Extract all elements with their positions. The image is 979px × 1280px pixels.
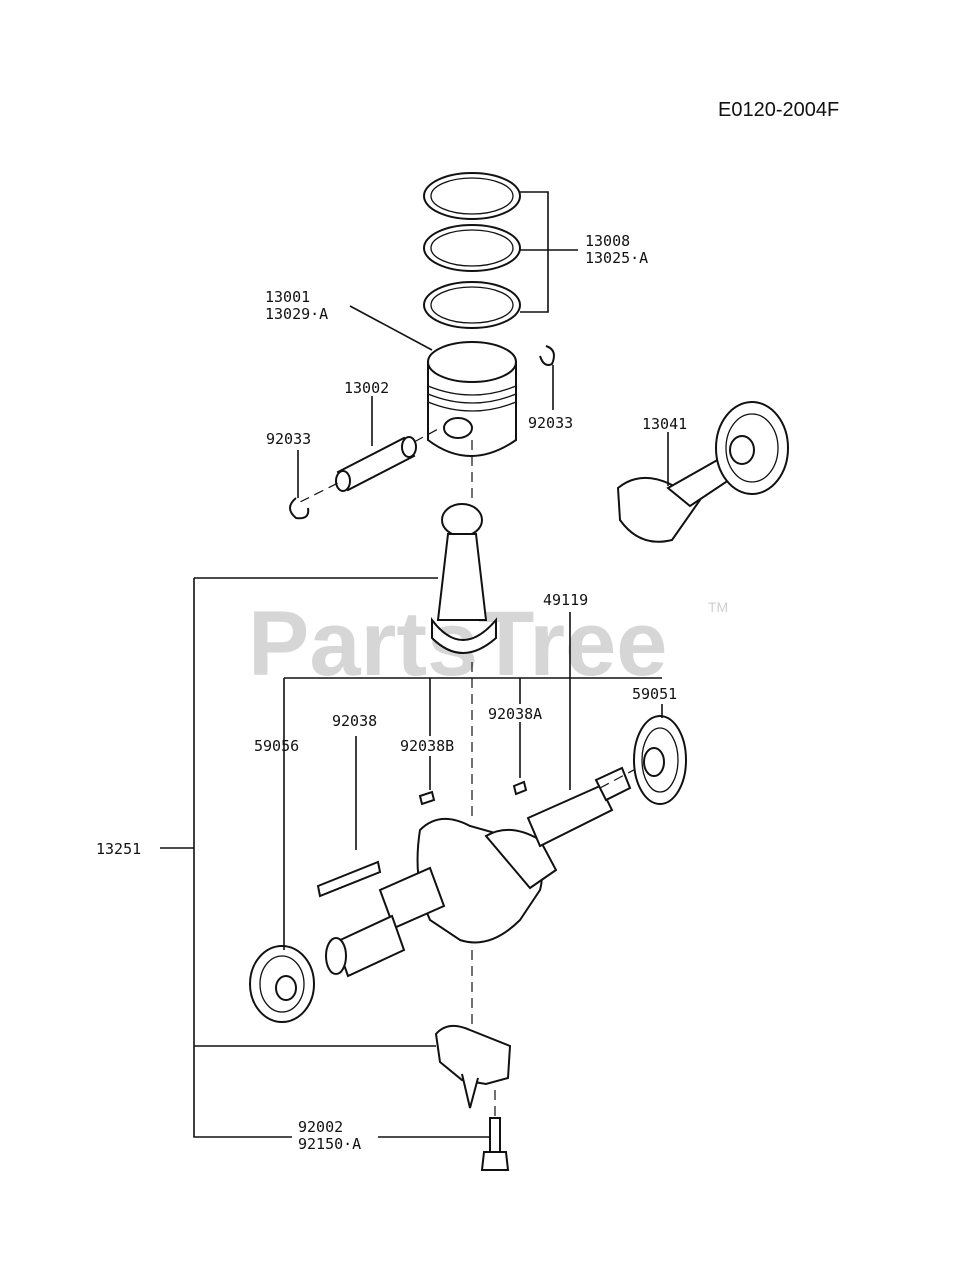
piston-pin[interactable] [335, 436, 417, 492]
diagram-code: E0120-2004F [718, 99, 839, 121]
key-92038a[interactable] [512, 780, 528, 796]
label-balancer: 13041 [642, 415, 687, 433]
crankshaft[interactable] [325, 766, 632, 978]
piston-rings[interactable] [423, 172, 521, 329]
key-92038[interactable] [316, 860, 382, 898]
piston[interactable] [427, 341, 517, 457]
gear-59056[interactable] [249, 945, 315, 1023]
label-key-92038b: 92038B [400, 737, 454, 755]
label-gear-59051: 59051 [632, 685, 677, 703]
conrod-assy-bracket [160, 577, 438, 1138]
balancer-shaft[interactable] [616, 401, 789, 543]
watermark-trademark: TM [708, 599, 728, 615]
label-circlip-left: 92033 [266, 430, 311, 448]
label-circlip-right: 92033 [528, 414, 573, 432]
label-key-49119: 49119 [543, 591, 588, 609]
label-piston-pin: 13002 [344, 379, 389, 397]
label-piston-1: 13001 [265, 288, 310, 306]
piston-leader [349, 305, 433, 351]
rings-bracket [520, 191, 578, 313]
label-gear-59056: 59056 [254, 737, 299, 755]
connecting-rod[interactable] [431, 503, 497, 654]
circlip-right[interactable] [539, 345, 555, 366]
label-key-92038: 92038 [332, 712, 377, 730]
rod-cap[interactable] [434, 1024, 512, 1109]
cap-bolt[interactable] [480, 1117, 510, 1171]
circlip-left[interactable] [289, 497, 310, 520]
label-conrod-assy: 13251 [96, 840, 141, 858]
crank-bracket [283, 677, 662, 950]
label-bolt-1: 92002 [298, 1118, 343, 1136]
label-rings-2: 13025·A [585, 249, 648, 267]
label-piston-2: 13029·A [265, 305, 328, 323]
pin-axis [299, 427, 441, 503]
key-92038b[interactable] [418, 790, 436, 806]
label-bolt-2: 92150·A [298, 1135, 361, 1153]
label-key-92038a: 92038A [488, 705, 542, 723]
label-rings-1: 13008 [585, 232, 630, 250]
gear-59051[interactable] [633, 715, 687, 805]
